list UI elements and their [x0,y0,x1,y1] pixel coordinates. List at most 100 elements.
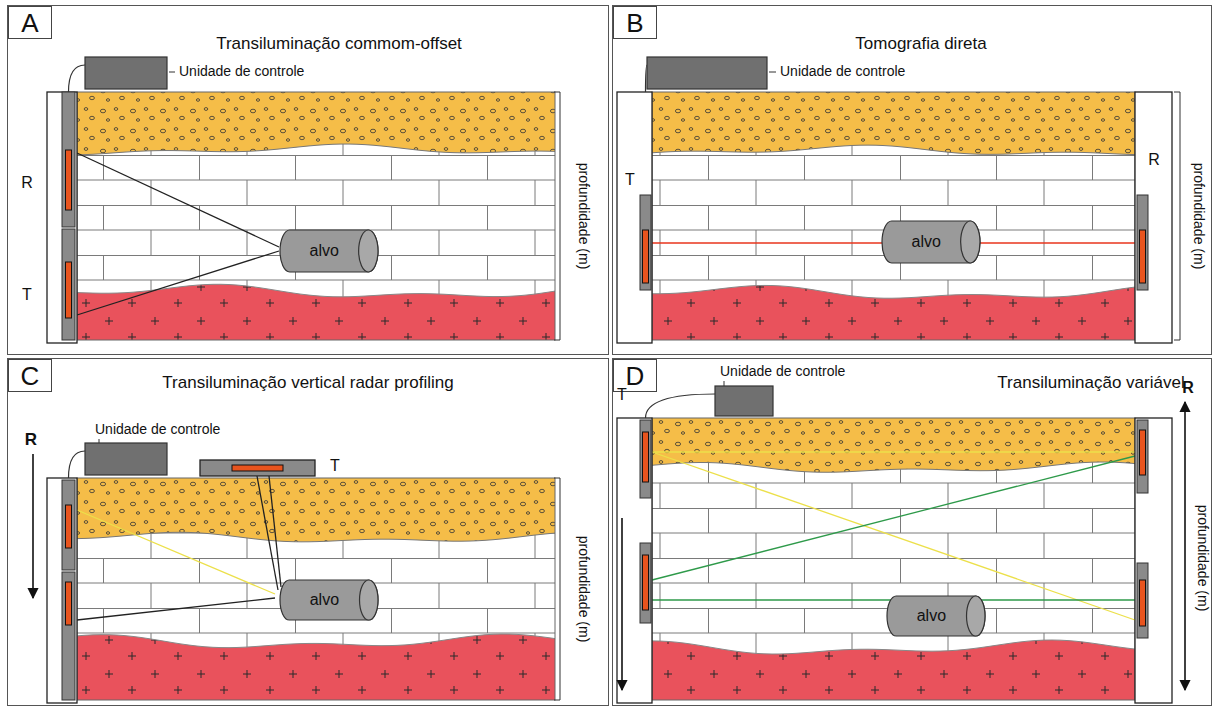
control-unit-label: Unidade de controle [780,64,905,79]
panel-letter-box: A [8,6,52,39]
control-unit-label: Unidade de controle [95,422,220,437]
panel-illustration [47,57,560,343]
control-unit-label: Unidade de controle [720,364,845,379]
borehole [47,478,77,703]
antenna-element [66,150,72,210]
borehole [617,418,652,703]
depth-axis-label: profundidade (m) [1194,505,1209,612]
antenna-element [1140,580,1146,626]
leader-line [724,381,725,386]
panel-letter: C [21,363,40,389]
receiver-label: R [25,431,37,450]
target-cylinder: alvo [881,220,981,264]
antenna-element [643,230,649,283]
limestone-layer [652,92,1135,340]
control-unit [85,57,167,89]
ray-path [77,510,275,594]
panel-illustration [617,381,1185,703]
target-cylinder: alvo [279,579,379,621]
leader-line [169,72,175,73]
gravel-layer [652,92,1135,155]
panel-illustration [617,57,1180,343]
transmitter-label: T [617,386,627,404]
panel-illustration [33,439,560,703]
panel-frame: Tomografia direta Balvo [612,5,1212,355]
antenna-housing [1137,563,1148,638]
antenna-housing [62,572,75,700]
receiver-label: R [1182,379,1194,397]
target-label: alvo [917,607,946,625]
antenna-housing [640,420,651,498]
depth-axis-label: profundidade (m) [1190,163,1205,270]
limestone-layer [77,478,555,700]
ray-path [269,476,281,587]
motion-arrow [32,454,34,598]
surface-antenna [200,460,315,476]
control-unit [647,57,767,89]
motion-arrow [621,518,623,690]
transmitter-label: T [330,457,340,475]
ray-path [652,456,1135,580]
gravel-layer [77,92,555,155]
granite-layer [652,640,1135,700]
antenna-housing [640,543,651,623]
target-label: alvo [911,233,940,251]
transmitter-label: T [625,171,635,189]
limestone-layer [652,418,1135,700]
target-cylinder: alvo [886,595,986,637]
depth-axis-label: profundidade (m) [575,163,590,270]
granite-layer [77,634,555,700]
antenna-element [643,432,649,482]
antenna-housing [62,92,75,227]
control-unit [85,443,167,475]
gravel-layer [77,478,555,542]
borehole [617,92,652,343]
panel-frame: Transiluminação variável Dalvo [612,358,1212,706]
antenna-element [66,505,72,548]
ray-path [652,451,1135,452]
antenna-element [643,555,649,610]
ray-path [77,251,279,315]
panel-letter-box: C [8,359,52,392]
antenna-housing [62,229,75,340]
target-cylinder: alvo [279,229,379,273]
borehole [47,92,77,343]
panel-title: Transiluminação vertical radar profiling [162,373,453,393]
depth-axis-label: profundidade (m) [575,536,590,643]
receiver-label: R [1148,151,1160,169]
panel-letter: D [626,363,645,389]
antenna-housing [640,195,651,290]
granite-layer [652,285,1135,340]
depth-bracket [1174,92,1180,340]
panel-title: Transiluminação variável [997,373,1184,393]
depth-bracket [554,478,560,700]
antenna-element [232,465,283,471]
antenna-element [66,582,72,625]
borehole [1135,418,1172,703]
antenna-element [1140,430,1146,475]
antenna-housing [62,480,75,570]
control-cable [646,394,716,418]
motion-arrow [1184,402,1186,690]
ray-path [652,452,1135,620]
ray-path [77,598,275,620]
target-label: alvo [310,591,339,609]
borehole [1135,92,1172,343]
control-cable [69,451,86,478]
control-unit [715,386,773,416]
panel-letter: A [21,10,38,36]
receiver-label: R [21,174,33,192]
antenna-element [66,262,72,318]
antenna-housing [1137,420,1148,493]
panel-letter-box: B [613,6,657,39]
panel-frame: Transiluminação vertical radar profiling… [7,358,609,706]
depth-bracket [554,92,560,340]
leader-line [769,72,776,73]
panel-title: Tomografia direta [855,34,986,54]
ray-path [77,153,279,247]
panel-letter: B [626,10,643,36]
leader-line [99,439,100,443]
panel-frame: Transiluminação commom-offsetAalvo [7,5,609,355]
gravel-layer [652,418,1135,472]
target-label: alvo [309,242,338,260]
